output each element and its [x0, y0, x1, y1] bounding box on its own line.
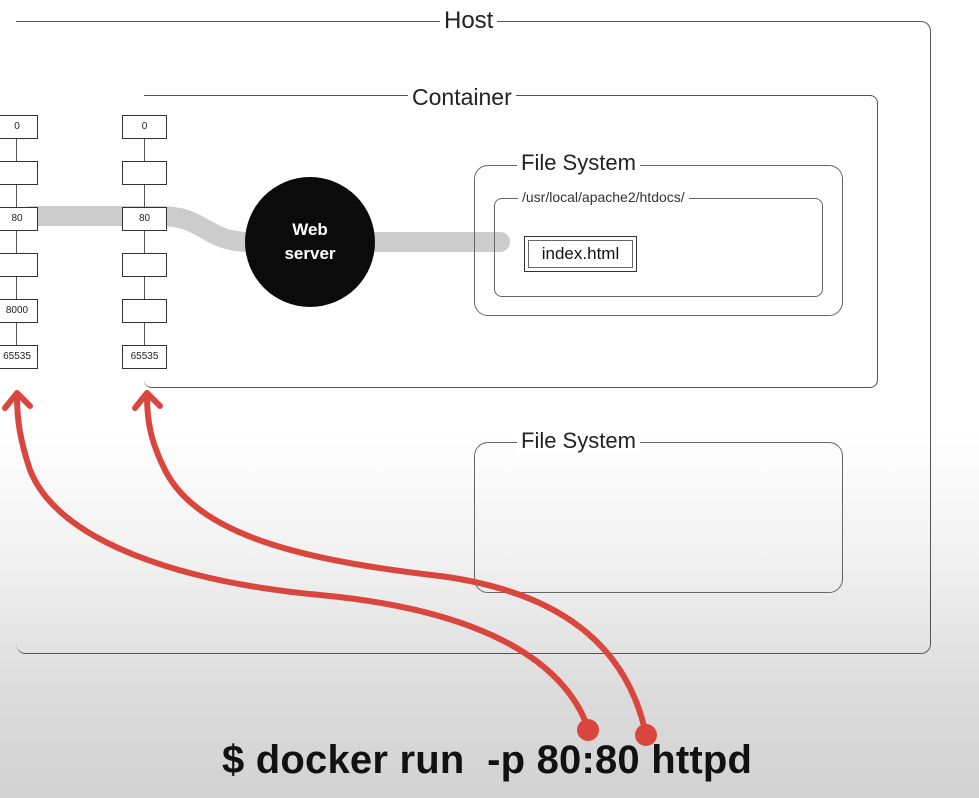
host-filesystem-label: File System: [517, 428, 640, 454]
container-port-connector: [144, 323, 145, 345]
container-port-5: [122, 299, 167, 323]
container-port-2: [122, 161, 167, 185]
container-port-connector: [144, 139, 145, 161]
host-filesystem-box: [474, 442, 843, 593]
host-port-6: 65535: [0, 345, 38, 369]
container-port-4: [122, 253, 167, 277]
container-port-arrowhead: [132, 390, 163, 411]
docker-command: $ docker run -p 80:80 httpd: [222, 738, 753, 782]
container-filesystem-box: [474, 165, 843, 316]
host-label: Host: [440, 7, 498, 35]
htdocs-path-label: /usr/local/apache2/htdocs/: [518, 189, 689, 205]
host-port-arrow-origin: [577, 719, 599, 741]
container-port-1: 0: [122, 115, 167, 139]
host-port-connector: [16, 185, 17, 207]
container-port-arrow: [144, 392, 648, 733]
host-port-3: 80: [0, 207, 38, 231]
host-port-connector: [16, 231, 17, 253]
web-server-node: Web server: [245, 177, 375, 307]
container-port-3: 80: [122, 207, 167, 231]
container-port-connector: [144, 231, 145, 253]
web-server-label-line2: server: [284, 244, 336, 263]
container-port-connector: [144, 185, 145, 207]
container-port-connector: [144, 277, 145, 299]
container-filesystem-label: File System: [517, 150, 640, 176]
host-port-connector: [16, 277, 17, 299]
host-port-1: 0: [0, 115, 38, 139]
host-port-arrowhead: [2, 390, 33, 411]
host-port-5: 8000: [0, 299, 38, 323]
host-port-arrow: [14, 392, 591, 731]
host-port-2: [0, 161, 38, 185]
web-server-label-line1: Web: [292, 220, 328, 239]
host-port-connector: [16, 139, 17, 161]
index-html-file: index.html: [524, 236, 637, 272]
container-label: Container: [408, 84, 516, 111]
host-port-connector: [16, 323, 17, 345]
container-port-6: 65535: [122, 345, 167, 369]
host-port-4: [0, 253, 38, 277]
container-port-arrow-origin: [635, 724, 657, 746]
